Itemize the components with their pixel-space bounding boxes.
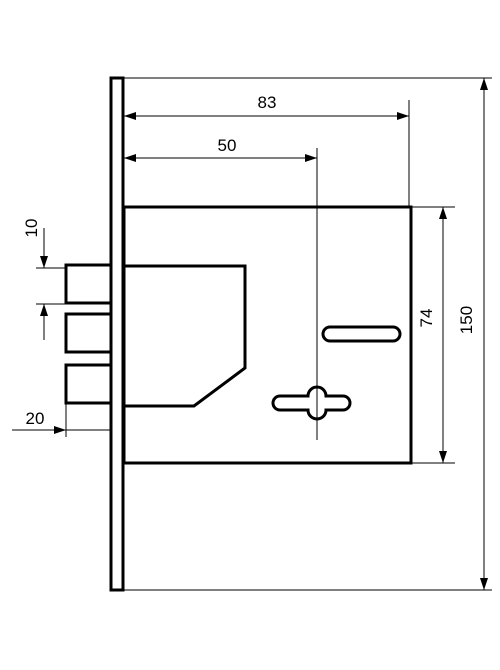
dim-150-label: 150 xyxy=(457,306,476,334)
bolt-3 xyxy=(64,363,113,405)
latch-outline xyxy=(124,264,247,408)
dim-50-label: 50 xyxy=(218,136,237,155)
dim-10-label: 10 xyxy=(22,219,41,238)
faceplate xyxy=(109,76,125,592)
keyhole-icon xyxy=(271,385,352,421)
lock-case xyxy=(122,205,413,465)
bolt-2 xyxy=(64,312,113,354)
dim-83-label: 83 xyxy=(258,93,277,112)
dim-74-label: 74 xyxy=(417,309,436,328)
dim-20-label: 20 xyxy=(26,409,45,428)
cylinder-slot xyxy=(321,325,402,343)
bolt-1 xyxy=(64,263,113,305)
